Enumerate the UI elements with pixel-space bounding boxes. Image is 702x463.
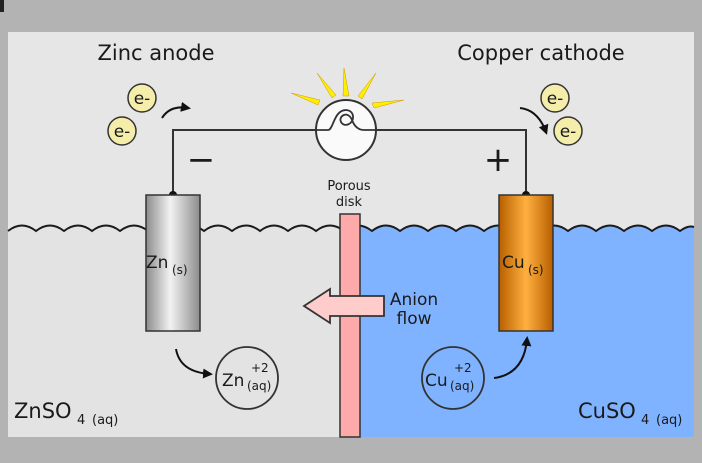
zn-ion-label: Zn +2 (aq) [222,361,271,393]
cuso4-label: CuSO 4 (aq) [578,399,682,428]
wire-right [377,129,527,195]
zn-ion-circle [215,346,279,410]
copper-electrode [498,194,554,332]
porous-label-line1: Porous [327,179,371,194]
wire-left [172,129,315,195]
znso4-subscript: 4 [77,413,85,428]
electron-flow-arrow-icon [519,107,549,135]
cu-ion-circle [421,346,485,410]
cu-electrode-symbol: Cu [502,253,525,273]
electron-label: e- [560,122,577,142]
zinc-electrode [145,194,201,332]
zn-electrode-state: (s) [172,263,188,277]
porous-disk [339,213,361,438]
zn-ion-arrow-icon [175,348,213,379]
cuso4-formula: CuSO [578,399,636,423]
copper-cathode-label: Copper cathode [457,41,624,65]
znso4-label: ZnSO 4 (aq) [14,399,118,428]
zn-electrode-symbol: Zn [146,253,168,273]
electron-label: e- [114,122,131,142]
electron-cathode-top: e- [540,83,570,113]
cu-ion-charge: +2 [454,361,472,375]
zn-electrode-label: Zn (s) [146,253,188,277]
zn-ion-state: (aq) [247,379,271,393]
cu-ion-label: Cu +2 (aq) [425,361,474,393]
cuso4-subscript: 4 [641,413,649,428]
lightbulb-icon [290,67,405,161]
cu-electrode-label: Cu (s) [502,253,544,277]
zn-ion-symbol: Zn [222,371,244,391]
anion-label-line2: flow [396,309,431,329]
zn-ion-charge: +2 [251,361,269,375]
electron-anode-top: e- [127,83,157,113]
znso4-state: (aq) [92,413,118,428]
cu-electrode-state: (s) [528,263,544,277]
plus-sign: + [484,140,513,180]
cuso4-state: (aq) [656,413,682,428]
znso4-formula: ZnSO [14,399,72,423]
porous-label-line2: disk [336,195,363,210]
cu-ion-symbol: Cu [425,371,448,391]
zinc-anode-label: Zinc anode [97,41,214,65]
electron-flow-arrow-icon [161,101,191,119]
electron-label: e- [134,89,151,109]
anion-label-line1: Anion [390,290,438,310]
corner-mark [0,0,4,12]
electron-anode-bottom: e- [107,116,137,146]
minus-sign: − [187,140,216,180]
cu-ion-arrow-icon [493,336,532,379]
cu-ion-state: (aq) [450,379,474,393]
electron-cathode-bottom: e- [553,116,583,146]
anion-flow-arrow-icon [302,287,385,325]
electron-label: e- [547,89,564,109]
